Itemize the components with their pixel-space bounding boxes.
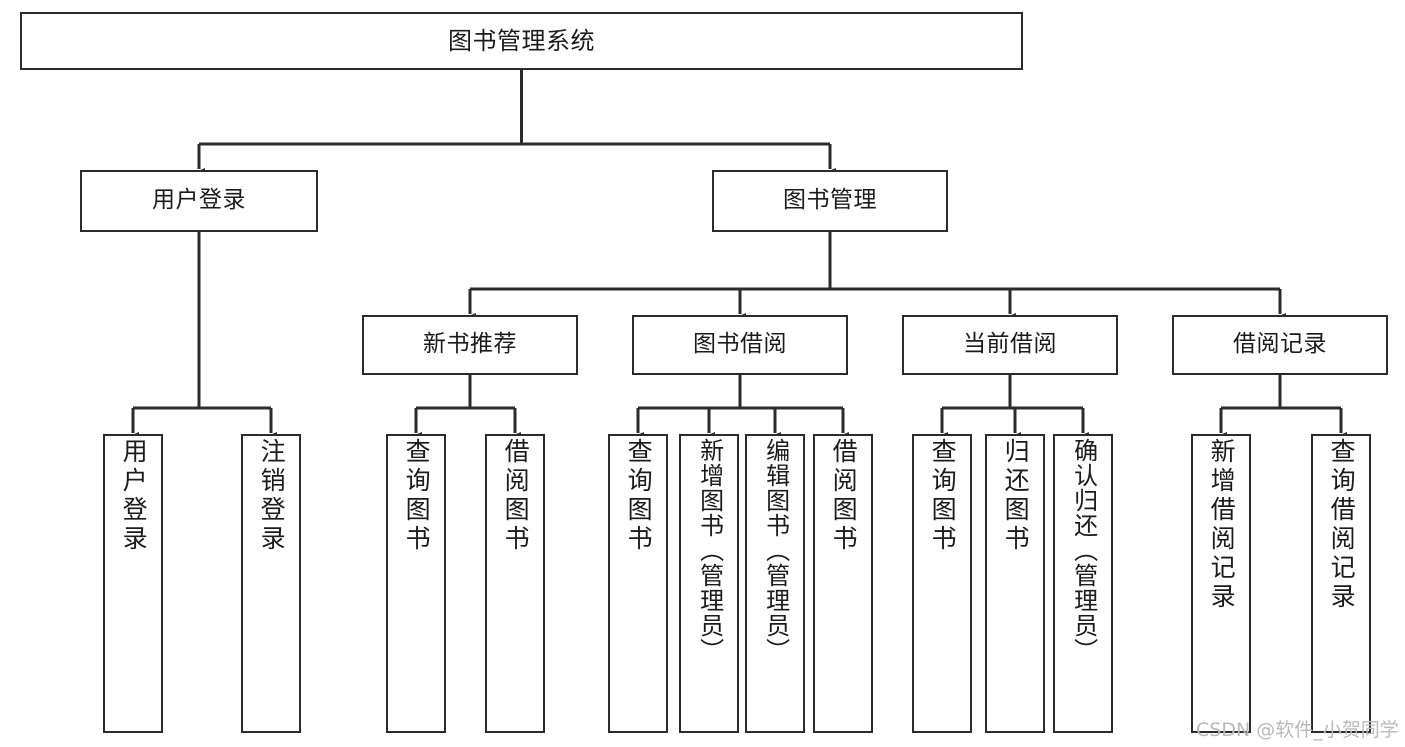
- node-new_book_rec[interactable]: 新书推荐: [362, 315, 578, 375]
- node-leaf_query_book_1[interactable]: 查询图书: [386, 434, 446, 733]
- node-leaf_query_book_3[interactable]: 查询图书: [912, 434, 972, 733]
- node-label: 借阅图书: [829, 438, 859, 554]
- node-label: 当前借阅: [963, 331, 1057, 358]
- node-label: 用户登录: [119, 438, 149, 554]
- node-user_login[interactable]: 用户登录: [80, 170, 318, 232]
- node-label: 查询图书: [624, 438, 654, 554]
- node-label: 新书推荐: [423, 331, 517, 358]
- node-label: 借阅记录: [1233, 331, 1327, 358]
- node-label: 查询图书: [402, 438, 432, 554]
- node-label: 新增图书（管理员）: [695, 438, 724, 663]
- node-leaf_confirm_return[interactable]: 确认归还（管理员）: [1053, 434, 1113, 733]
- node-book_borrow[interactable]: 图书借阅: [632, 315, 848, 375]
- node-leaf_borrow_book_2[interactable]: 借阅图书: [813, 434, 873, 733]
- node-leaf_query_record[interactable]: 查询借阅记录: [1311, 434, 1371, 733]
- node-current_borrow[interactable]: 当前借阅: [902, 315, 1118, 375]
- watermark: CSDN @软件_小贺同学: [1196, 719, 1399, 741]
- node-leaf_add_record[interactable]: 新增借阅记录: [1191, 434, 1251, 733]
- node-leaf_query_book_2[interactable]: 查询图书: [608, 434, 668, 733]
- node-label: 归还图书: [1001, 438, 1031, 554]
- node-book_mgmt[interactable]: 图书管理: [712, 170, 948, 232]
- node-label: 新增借阅记录: [1207, 438, 1237, 612]
- node-label: 确认归还（管理员）: [1069, 438, 1098, 663]
- node-label: 图书管理系统: [448, 26, 595, 55]
- node-label: 编辑图书（管理员）: [761, 438, 790, 663]
- node-leaf_user_login[interactable]: 用户登录: [103, 434, 163, 733]
- node-label: 用户登录: [152, 187, 246, 214]
- node-root[interactable]: 图书管理系统: [20, 12, 1023, 70]
- node-label: 注销登录: [257, 438, 287, 554]
- node-leaf_add_book[interactable]: 新增图书（管理员）: [679, 434, 739, 733]
- node-label: 查询借阅记录: [1327, 438, 1357, 612]
- node-label: 查询图书: [928, 438, 958, 554]
- node-leaf_return_book[interactable]: 归还图书: [985, 434, 1045, 733]
- node-leaf_borrow_book_1[interactable]: 借阅图书: [485, 434, 545, 733]
- node-borrow_record[interactable]: 借阅记录: [1172, 315, 1388, 375]
- node-leaf_edit_book[interactable]: 编辑图书（管理员）: [745, 434, 805, 733]
- node-label: 图书管理: [783, 187, 877, 214]
- node-leaf_logout[interactable]: 注销登录: [241, 434, 301, 733]
- node-label: 借阅图书: [501, 438, 531, 554]
- node-label: 图书借阅: [693, 331, 787, 358]
